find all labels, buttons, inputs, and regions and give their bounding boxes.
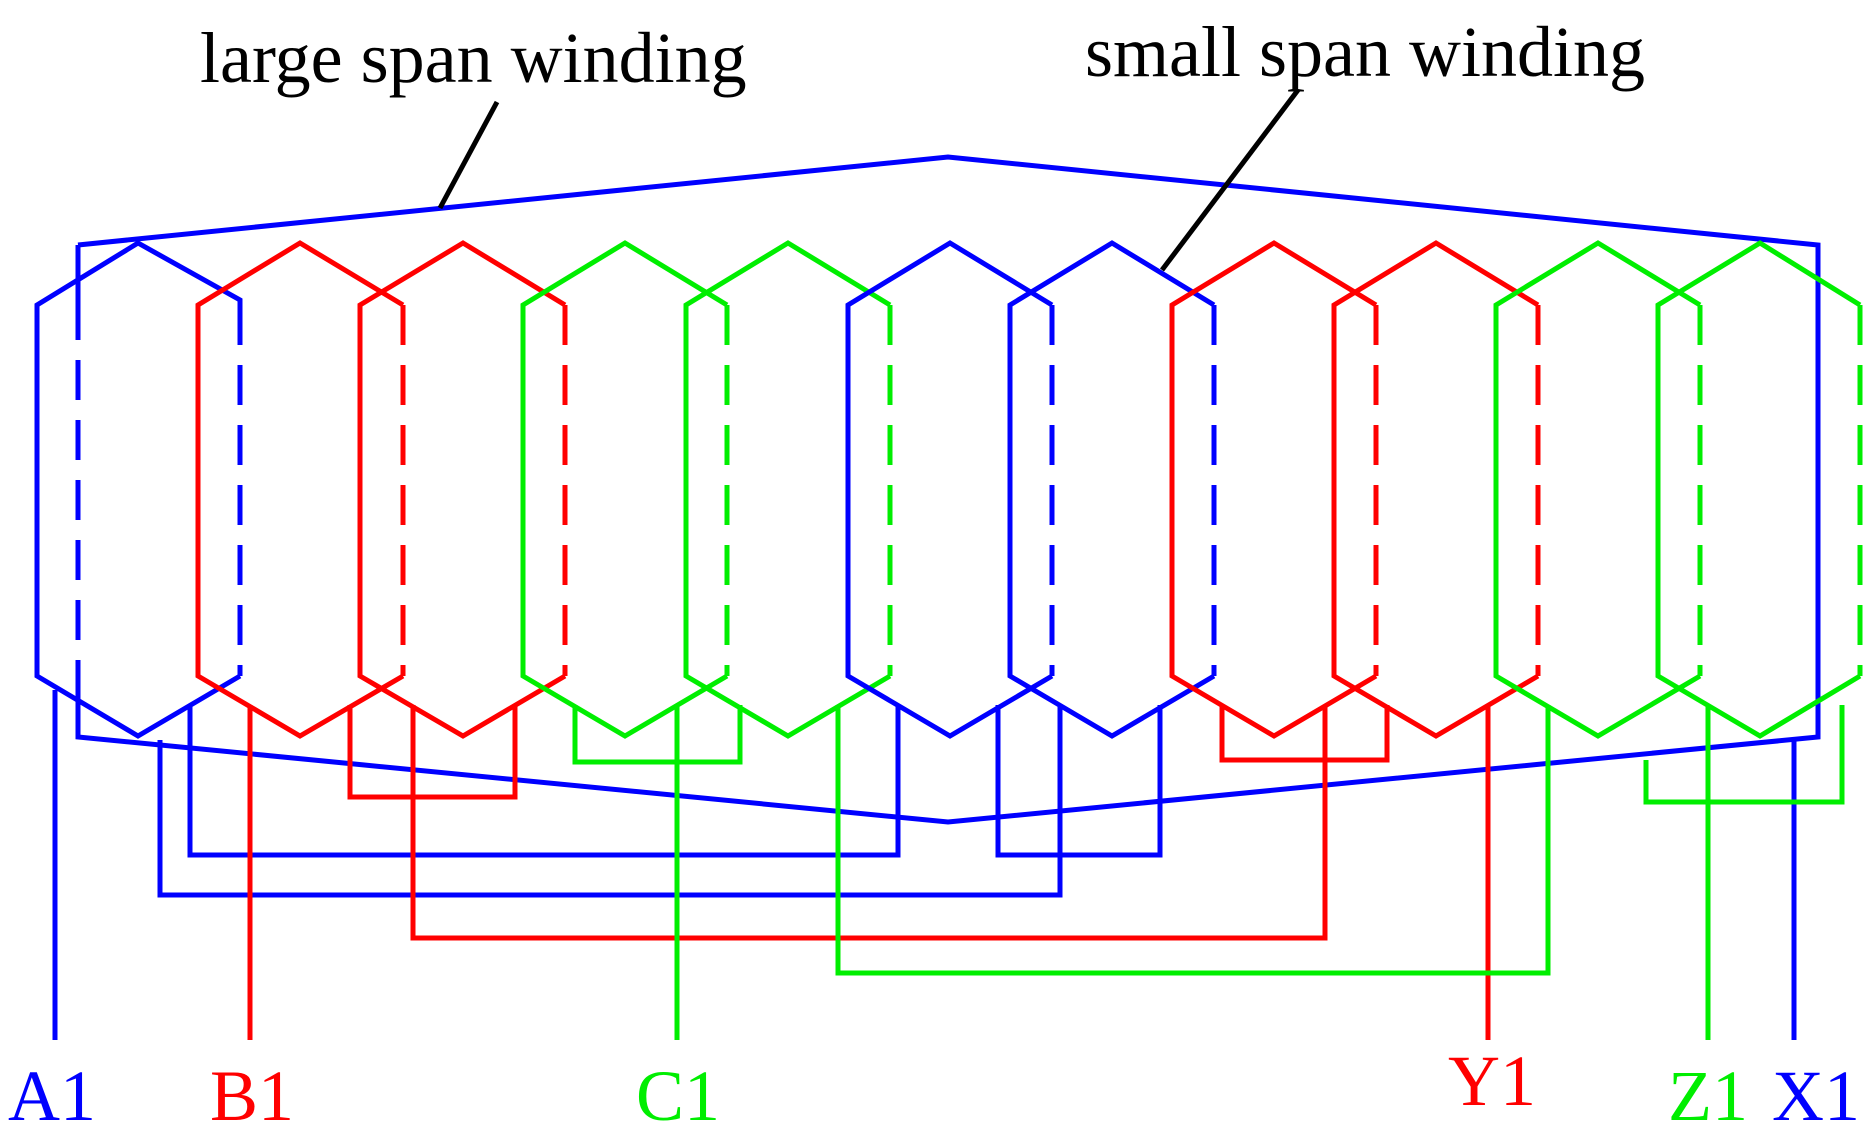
coil-z-2: [1655, 240, 1863, 739]
terminal-y1: Y1: [1448, 1041, 1536, 1121]
coil-b-1: [195, 240, 406, 739]
small-span-coil-1: [845, 240, 1055, 739]
coil-a-1: [34, 240, 243, 739]
large-span-label: large span winding: [200, 18, 747, 98]
terminal-b1: B1: [210, 1056, 294, 1136]
coil-c-2: [683, 240, 893, 739]
terminal-c1: C1: [636, 1056, 720, 1136]
small-span-label: small span winding: [1085, 12, 1645, 92]
coil-b-2: [357, 240, 568, 739]
annotation-leaders: [437, 88, 1300, 272]
coil-y-1: [1169, 240, 1379, 739]
coil-c-1: [520, 240, 730, 739]
small-span-coil-2: [1007, 240, 1217, 739]
red-connections: [247, 705, 1491, 1040]
terminal-a1: A1: [8, 1056, 96, 1136]
green-connections: [572, 705, 1845, 1040]
blue-connections: [52, 690, 1797, 1040]
coil-z-1: [1493, 240, 1703, 739]
large-span-coil: [75, 154, 1821, 825]
coil-y-2: [1331, 240, 1541, 739]
terminal-z1: Z1: [1668, 1056, 1748, 1136]
terminal-x1: X1: [1772, 1056, 1860, 1136]
